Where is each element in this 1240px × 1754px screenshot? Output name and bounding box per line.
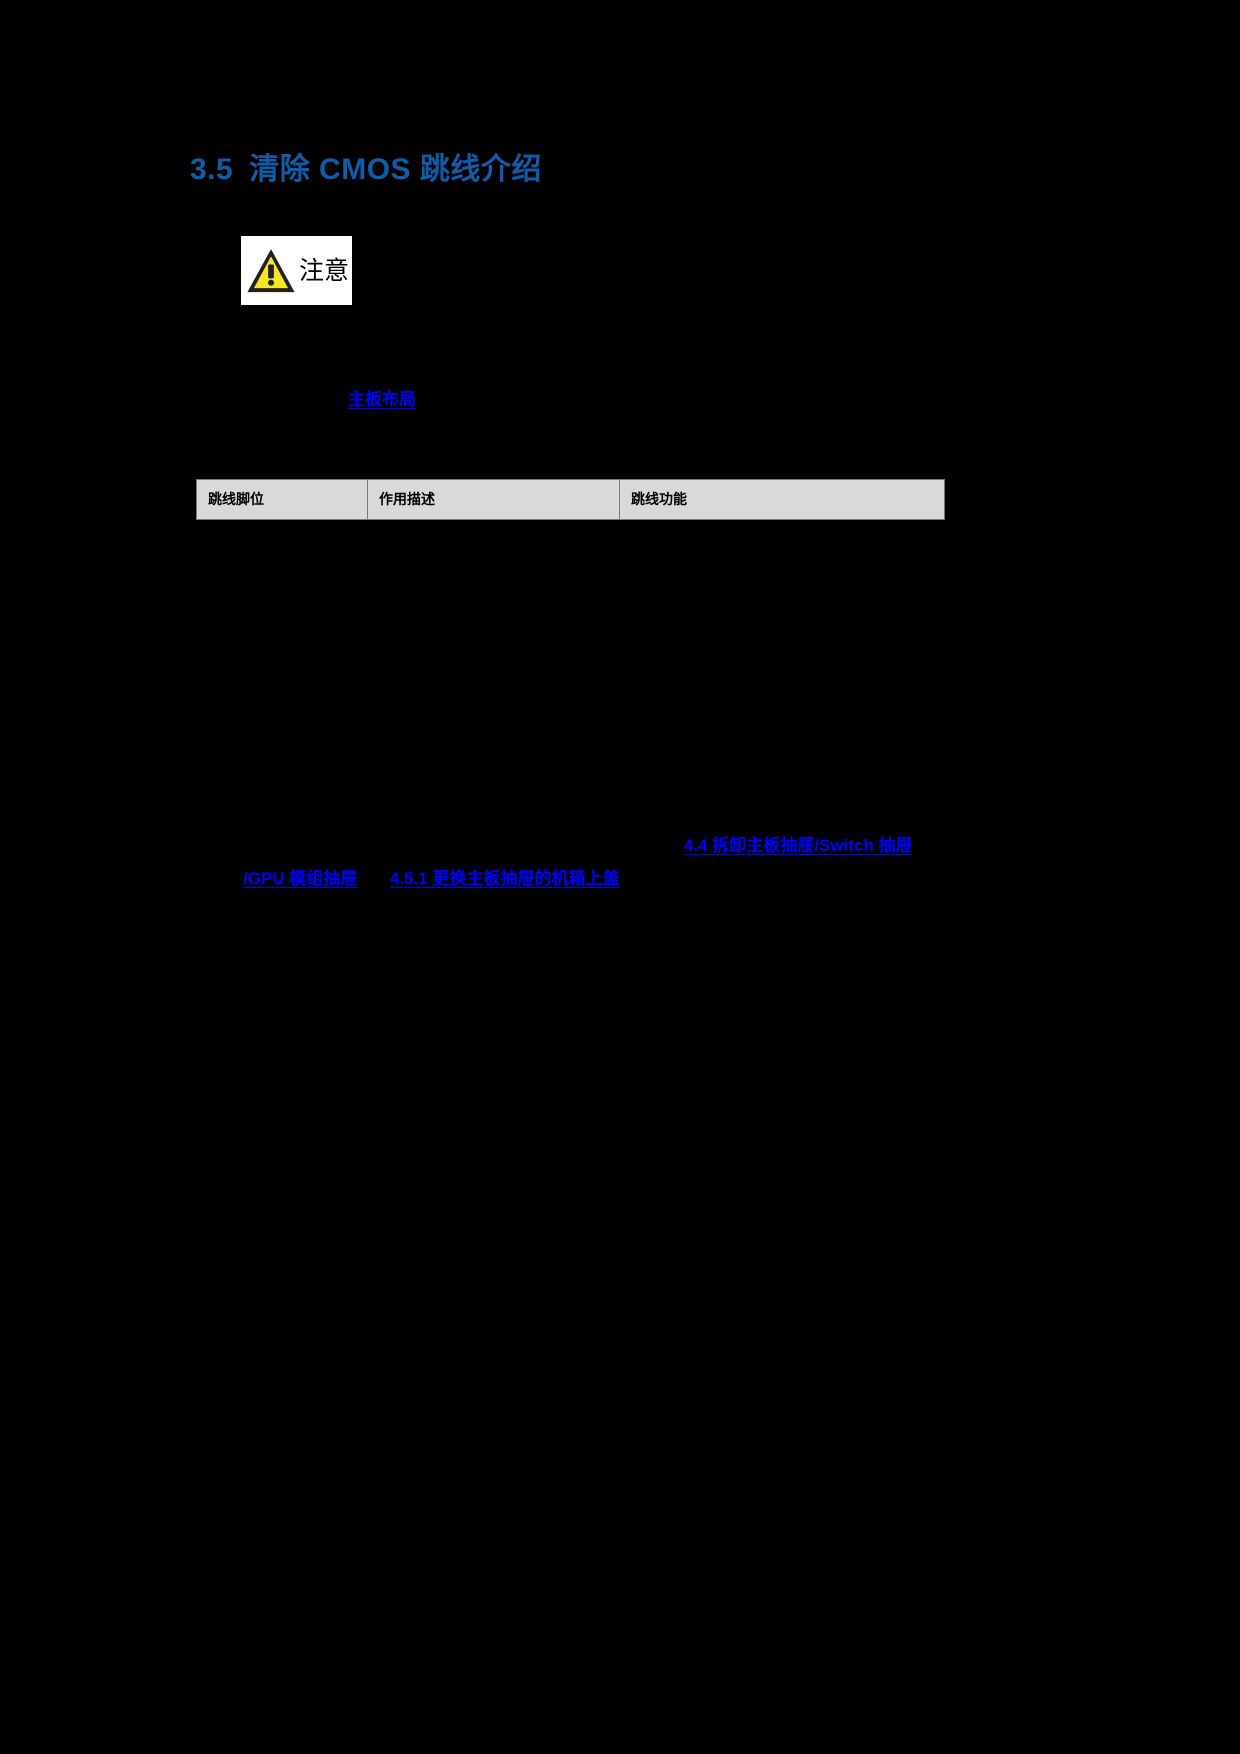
table-header: 跳线脚位 作用描述 跳线功能 (196, 479, 945, 520)
jumper-settings-table: 跳线脚位 作用描述 跳线功能 (196, 479, 945, 520)
link-gpu-drawer[interactable]: /GPU 模组抽屉 (243, 869, 358, 888)
table-header-row: 跳线脚位 作用描述 跳线功能 (196, 479, 945, 520)
caution-callout: 注意 (241, 236, 352, 305)
page-title: 3.5 清除 CMOS 跳线介绍 (190, 148, 542, 192)
caution-label: 注意 (299, 256, 350, 285)
section-number: 3.5 (190, 153, 234, 186)
link-board-layout[interactable]: 主板布局 (348, 390, 416, 409)
warning-triangle-icon (247, 248, 295, 292)
section-title-text: 清除 CMOS 跳线介绍 (249, 153, 542, 186)
table-header-cell-function: 跳线功能 (619, 479, 945, 520)
caution-callout-inner: 注意 (241, 236, 352, 305)
table-header-cell-description: 作用描述 (367, 479, 620, 520)
table-header-cell-pin: 跳线脚位 (196, 479, 368, 520)
link-section-4-5-1[interactable]: 4.5.1 更换主板抽屉的机箱上盖 (390, 869, 620, 888)
link-section-4-4[interactable]: 4.4 拆卸主板抽屉/Switch 抽屉 (684, 836, 913, 855)
